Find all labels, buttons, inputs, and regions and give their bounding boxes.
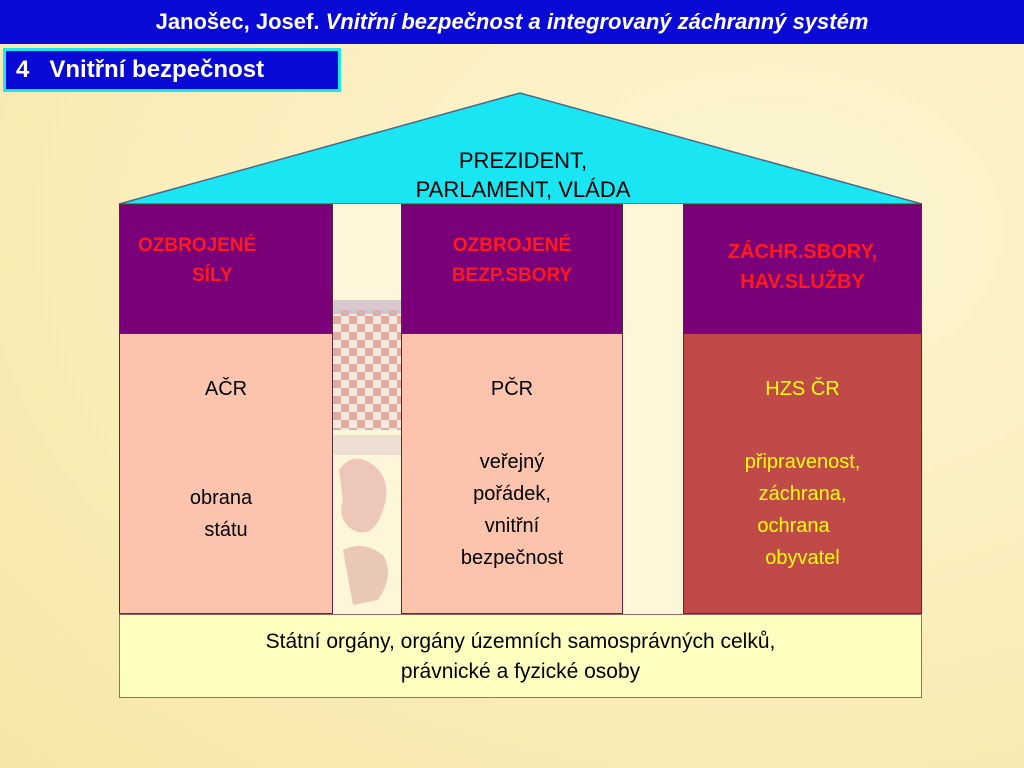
column-body-line: bezpečnost: [460, 547, 564, 569]
column-body-line: ochrana: [757, 515, 830, 537]
base-line: Státní orgány, orgány územních samospráv…: [265, 630, 776, 653]
column-body-line: připravenost,: [744, 451, 861, 473]
title-author: Janošec, Josef.: [155, 9, 320, 34]
column-body-acr: AČR obrana státu: [119, 333, 333, 614]
title-bar: Janošec, Josef. Vnitřní bezpečnost a int…: [0, 0, 1024, 44]
base-line: právnické a fyzické osoby: [400, 660, 641, 683]
column-body-pcr: PČR veřejný pořádek, vnitřní bezpečnost: [401, 333, 623, 614]
column-head-line: HAV.SLUŽBY: [740, 271, 865, 293]
title-text: Vnitřní bezpečnost a integrovaný záchran…: [325, 9, 869, 34]
roof-label-2: PARLAMENT, VLÁDA: [415, 177, 631, 202]
column-body-line: státu: [204, 519, 248, 541]
column-head-armed-forces: OZBROJENÉ SÍLY: [119, 204, 333, 334]
column-body-line: obrana: [189, 487, 253, 509]
foundation-base: Státní orgány, orgány územních samospráv…: [119, 614, 922, 698]
column-body-line: pořádek,: [473, 483, 551, 505]
column-body-line: obyvatel: [765, 547, 840, 569]
pillar-gap: [622, 204, 684, 614]
roof-label-1: PREZIDENT,: [458, 148, 588, 173]
column-body-title: PČR: [490, 378, 534, 400]
coat-of-arms-emblem: [333, 300, 401, 605]
column-head-line: OZBROJENÉ: [452, 235, 572, 256]
column-body-title: AČR: [204, 378, 248, 400]
section-number: 4: [16, 56, 30, 83]
column-head-line: ZÁCHR.SBORY,: [727, 241, 878, 263]
column-head-line: SÍLY: [192, 265, 233, 286]
column-body-line: záchrana,: [758, 483, 847, 505]
column-body-line: veřejný: [479, 451, 545, 473]
column-body-title: HZS ČR: [765, 378, 840, 400]
column-head-security-forces: OZBROJENÉ BEZP.SBORY: [401, 204, 623, 334]
column-body-hzs: HZS ČR připravenost, záchrana, ochrana o…: [683, 333, 922, 614]
section-heading: 4 Vnitřní bezpečnost: [3, 48, 341, 92]
column-head-rescue-services: ZÁCHR.SBORY, HAV.SLUŽBY: [683, 204, 922, 334]
section-label: Vnitřní bezpečnost: [49, 56, 265, 83]
column-head-line: OZBROJENÉ: [138, 235, 257, 256]
column-body-line: vnitřní: [484, 515, 540, 537]
column-head-line: BEZP.SBORY: [451, 265, 573, 286]
